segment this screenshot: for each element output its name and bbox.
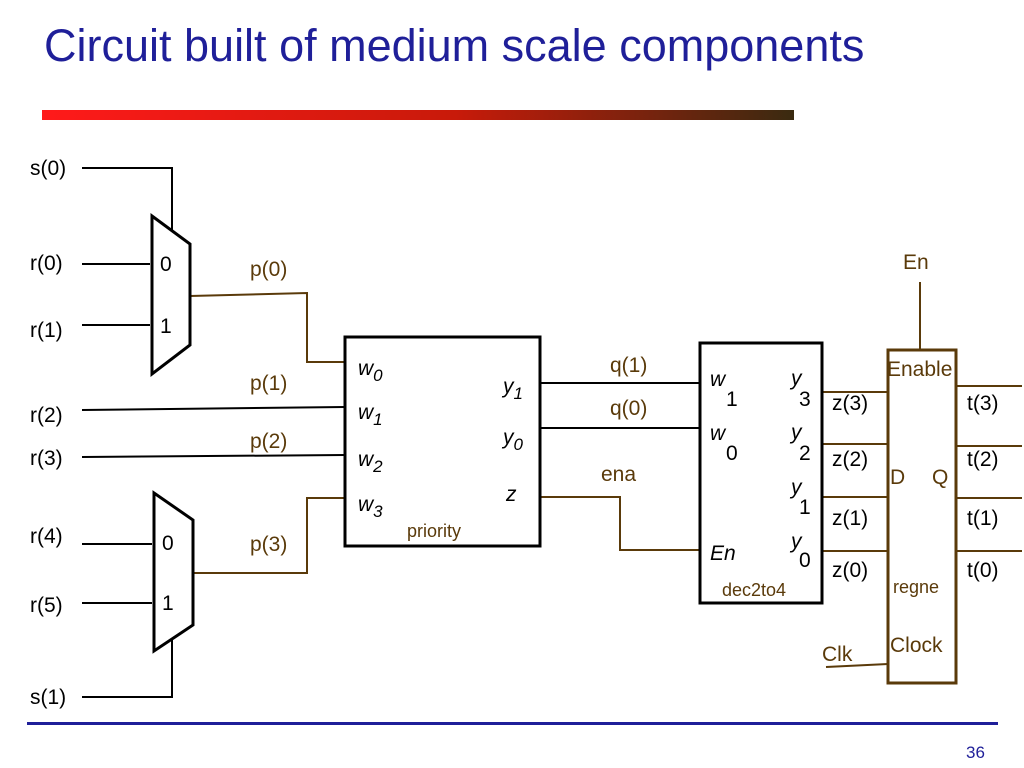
signal-z1-label: z(1)	[832, 507, 868, 530]
signal-t1-label: t(1)	[967, 507, 999, 530]
decoder-y3-sub: 3	[799, 388, 811, 411]
mux-top-input-1: 1	[160, 315, 172, 338]
input-s1-label: s(1)	[30, 686, 66, 709]
mux-bottom-input-0: 0	[162, 532, 174, 555]
register-enable: Enable	[887, 358, 952, 381]
signal-q1-label: q(1)	[610, 354, 647, 377]
decoder-en: En	[710, 542, 736, 565]
signal-z3-label: z(3)	[832, 392, 868, 415]
signal-z2-label: z(2)	[832, 448, 868, 471]
signal-t0-label: t(0)	[967, 559, 999, 582]
decoder-w-top: w	[710, 368, 727, 391]
input-r4-label: r(4)	[30, 525, 63, 548]
input-r1-label: r(1)	[30, 319, 63, 342]
mux-bottom	[152, 490, 195, 654]
priority-y0: y0	[501, 426, 524, 454]
priority-w3: w3	[358, 493, 383, 521]
register-block	[886, 348, 958, 685]
mux-top	[150, 213, 192, 378]
signal-p3-label: p(3)	[250, 533, 287, 556]
wires-brown	[189, 282, 1022, 673]
input-r0-label: r(0)	[30, 252, 63, 275]
mux-bottom-input-1: 1	[162, 592, 174, 615]
decoder-y1: y	[789, 476, 803, 499]
input-s0-label: s(0)	[30, 157, 66, 180]
input-r5-label: r(5)	[30, 594, 63, 617]
signal-t2-label: t(2)	[967, 448, 999, 471]
mux-top-input-0: 0	[160, 253, 172, 276]
register-q: Q	[932, 466, 948, 489]
page-number: 36	[966, 743, 985, 762]
decoder-y1-sub: 1	[799, 496, 811, 519]
priority-w1: w1	[358, 401, 383, 429]
title-underline	[42, 110, 794, 120]
footer-divider	[27, 722, 998, 725]
decoder-w0-sub: 0	[726, 442, 738, 465]
signal-en-label: En	[903, 251, 929, 274]
priority-y1: y1	[501, 375, 523, 403]
decoder-w-bottom: w	[710, 422, 727, 445]
signal-ena-label: ena	[601, 463, 636, 486]
signal-p2-label: p(2)	[250, 430, 287, 453]
slide-title: Circuit built of medium scale components	[44, 20, 865, 71]
signal-p1-label: p(1)	[250, 372, 287, 395]
decoder-y3: y	[789, 367, 803, 390]
decoder-y2: y	[789, 421, 803, 444]
decoder-w1-sub: 1	[726, 388, 738, 411]
decoder-block	[698, 341, 824, 605]
register-block-name: regne	[893, 577, 939, 597]
priority-encoder-block	[343, 335, 542, 548]
register-d: D	[890, 466, 905, 489]
decoder-y0-sub: 0	[799, 549, 811, 572]
priority-block-name: priority	[407, 521, 461, 541]
signal-p0-label: p(0)	[250, 258, 287, 281]
signal-clk-label: Clk	[822, 643, 853, 666]
signal-z0-label: z(0)	[832, 559, 868, 582]
priority-z: z	[505, 483, 517, 506]
input-r3-label: r(3)	[30, 447, 63, 470]
signal-q0-label: q(0)	[610, 397, 647, 420]
input-r2-label: r(2)	[30, 404, 63, 427]
priority-w0: w0	[358, 357, 383, 385]
decoder-y2-sub: 2	[799, 442, 811, 465]
wires	[81, 167, 700, 698]
decoder-y0: y	[789, 530, 803, 553]
priority-w2: w2	[358, 448, 383, 476]
decoder-block-name: dec2to4	[722, 580, 786, 600]
register-clock: Clock	[890, 634, 943, 657]
signal-t3-label: t(3)	[967, 392, 999, 415]
